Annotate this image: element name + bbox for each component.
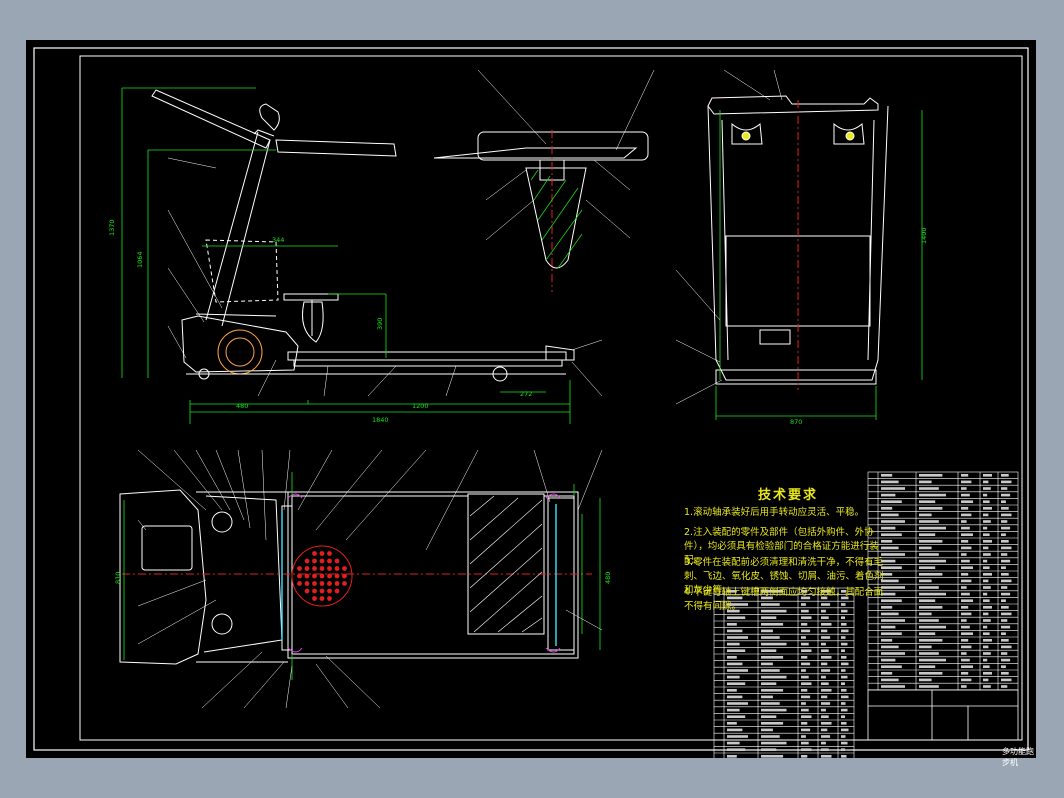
top-view-accent: [281, 504, 557, 646]
seat-dot: [327, 588, 332, 594]
seat-dot: [319, 596, 325, 601]
dim-side-wheel: 272: [520, 390, 532, 398]
dim-side-height-a: 1370: [108, 219, 116, 236]
outer-border: [33, 47, 1029, 751]
seat-dot: [304, 566, 310, 571]
seat-dot: [312, 573, 317, 579]
dim-front-width: 870: [790, 418, 802, 426]
dim-seat-height: 390: [376, 318, 384, 330]
seat-dot: [304, 558, 310, 564]
seat-dot: [319, 566, 325, 571]
seat-dot: [319, 588, 325, 594]
drawing-sheet: 1370 1064 1840 1200 480 272 344 390: [26, 40, 1036, 767]
seat-dot: [342, 573, 347, 579]
tech-requirement-2: 2.注入装配的零件及部件（包括外购件、外协件），均必须具有检验部门的合格证方能进…: [684, 527, 879, 566]
seat-dot-grid: [297, 551, 347, 601]
tech-requirements-title: 技术要求: [758, 488, 819, 503]
dim-top-width: 810: [114, 572, 122, 584]
seat-dot: [334, 581, 340, 586]
seat-dot: [312, 581, 317, 586]
seat-detail-hatch: [530, 169, 583, 269]
seat-dot: [319, 573, 325, 579]
dim-side-deck: 1200: [412, 402, 429, 410]
seat-dot: [297, 581, 302, 586]
top-view-dots: [291, 545, 353, 607]
dim-seat-width: 344: [272, 236, 284, 244]
tech-requirement-1: 1.滚动轴承装好后用手转动应灵活、平稳。: [684, 507, 865, 518]
seat-dot: [319, 581, 325, 586]
side-view-leaders: [167, 157, 603, 397]
dim-side-length: 1840: [372, 416, 389, 424]
seat-dot: [297, 566, 302, 571]
tech-requirement-3: 3.零件在装配前必须清理和清洗干净，不得有毛刺、飞边、氧化皮、锈蚀、切屑、油污、…: [684, 557, 884, 596]
seat-dot: [334, 588, 340, 594]
seat-dot: [312, 558, 317, 564]
title-block: [867, 689, 1019, 741]
seat-dot: [312, 566, 317, 571]
seat-dot: [327, 566, 332, 571]
dim-top-side: 480: [604, 572, 612, 584]
seat-dot: [297, 573, 302, 579]
seat-dot: [312, 551, 317, 556]
top-view: [119, 489, 592, 665]
cad-drawing: 1370 1064 1840 1200 480 272 344 390: [33, 47, 1029, 758]
seat-dot: [304, 588, 310, 594]
parts-list-right: [867, 471, 1019, 691]
seat-detail: [433, 130, 649, 292]
top-view-dims: [123, 472, 601, 680]
seat-dot: [327, 596, 332, 601]
seat-dot: [319, 558, 325, 564]
seat-dot: [312, 588, 317, 594]
front-view: [707, 95, 889, 390]
side-view: [151, 89, 575, 382]
seat-dot: [342, 581, 347, 586]
dim-side-height-b: 1064: [136, 251, 144, 268]
dim-front-height: 1400: [920, 227, 928, 244]
tech-requirement-4: 4.平键与轴上键槽两侧面应均匀接触，其配合面不得有间隙。: [684, 587, 884, 612]
seat-dot: [327, 573, 332, 579]
parts-list-left: [713, 587, 855, 758]
seat-dot: [312, 596, 317, 601]
seat-dot: [342, 566, 347, 571]
seat-dot: [334, 573, 340, 579]
inner-border: [79, 55, 1023, 741]
top-view-magenta: [287, 493, 561, 653]
side-view-dims: [121, 87, 571, 424]
seat-dot: [334, 566, 340, 571]
top-view-hatch: [469, 495, 543, 633]
front-view-dims: [715, 110, 923, 420]
seat-dot: [327, 551, 332, 556]
seat-dot: [304, 581, 310, 586]
seat-dot: [327, 558, 332, 564]
dim-side-base: 480: [236, 402, 248, 410]
seat-dot: [334, 558, 340, 564]
seat-dot: [319, 551, 325, 556]
top-view-leaders: [137, 449, 603, 709]
seat-dot: [327, 581, 332, 586]
seat-dot: [304, 573, 310, 579]
drawing-name: 多功能跑步机: [1002, 747, 1034, 767]
